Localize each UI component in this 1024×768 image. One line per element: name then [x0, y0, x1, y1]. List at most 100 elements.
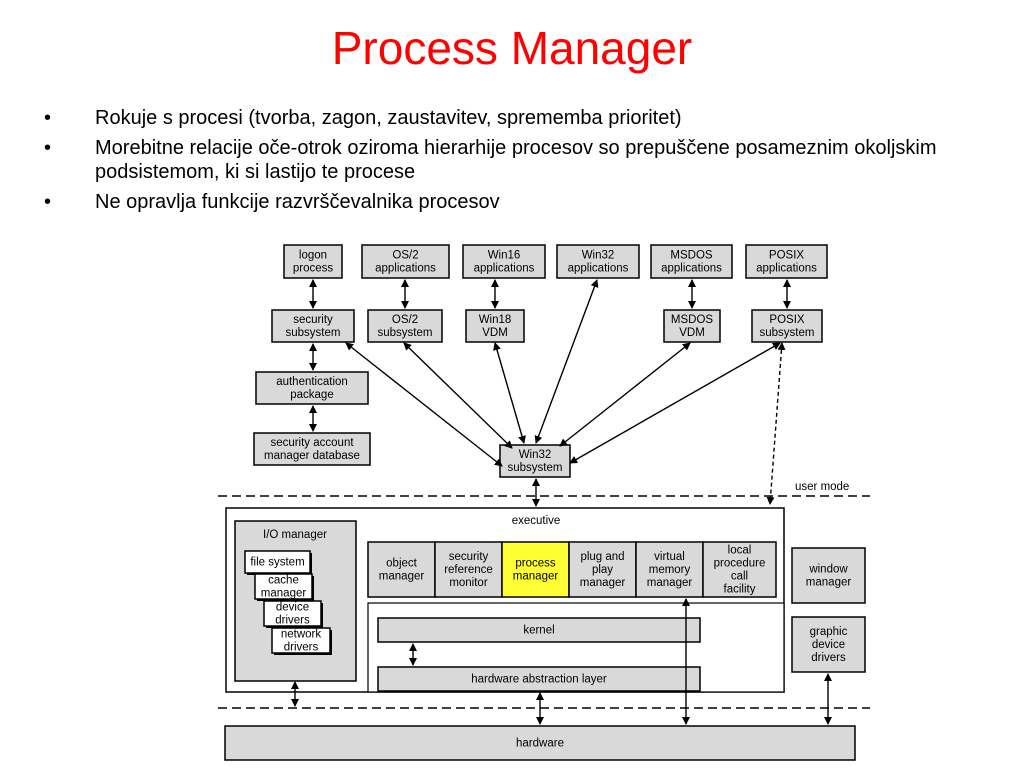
graphic-device-drivers-box-label: graphic: [810, 626, 848, 638]
msdos-applications-box-label: applications: [661, 263, 722, 275]
user-mode-label: user mode: [795, 481, 849, 493]
local-procedure-call-box-label: procedure: [714, 558, 766, 570]
win16-applications-box-label: Win16: [488, 250, 521, 262]
process-manager-box-label: manager: [513, 571, 559, 583]
security-account-manager-box-label: manager database: [264, 450, 360, 462]
window-manager-box-label: window: [808, 564, 848, 576]
posix-executive-arrow: [766, 342, 786, 505]
file-system-box: file system: [244, 550, 312, 575]
bullet-item: • Ne opravlja funkcije razvrščevalnika pr…: [40, 190, 980, 214]
kernel-box-label: kernel: [523, 625, 554, 637]
win32-subsystem-box-label: Win32: [519, 449, 552, 461]
os2-win32-arrow: [403, 342, 513, 449]
slide-title: Process Manager: [331, 22, 693, 74]
win16-applications-box-label: applications: [474, 263, 535, 275]
hal-box: hardware abstraction layer: [377, 666, 701, 692]
object-manager-box-label: object: [386, 558, 417, 570]
posix-subsystem-box-label: subsystem: [760, 327, 815, 339]
logon-process-box-label: process: [293, 263, 334, 275]
posix-applications-box-label: applications: [756, 263, 817, 275]
os2-subsystem-box-label: OS/2: [392, 314, 418, 326]
os2-applications-box-label: OS/2: [392, 250, 418, 262]
device-drivers-box-label: device: [276, 602, 309, 614]
security-subsystem-box-label: subsystem: [286, 327, 341, 339]
win32app-win32-arrow: [534, 279, 599, 444]
bullet-text: Rokuje s procesi (tvorba, zagon, zaustav…: [95, 107, 682, 129]
posix-applications-box-label: POSIX: [769, 250, 804, 262]
logon-process-box-label: logon: [299, 250, 327, 262]
plug-and-play-manager-box-label: plug and: [580, 551, 624, 563]
graphic-device-drivers-box-label: device: [812, 639, 845, 651]
file-system-box-label: file system: [250, 557, 304, 569]
io-manager-title: I/O manager: [263, 529, 327, 541]
win32-subsystem-box-label: subsystem: [508, 462, 563, 474]
virtual-memory-manager-box-label: virtual: [654, 551, 685, 563]
msdos-vdm-box-label: VDM: [679, 327, 705, 339]
local-procedure-call-box-label: call: [731, 571, 748, 583]
local-procedure-call-box-label: facility: [724, 584, 756, 596]
bullet-list: • Rokuje s procesi (tvorba, zagon, zausta…: [40, 106, 980, 220]
posix-subsystem-box-label: POSIX: [769, 314, 804, 326]
authentication-package-box-label: package: [290, 389, 333, 401]
security-reference-monitor-box-label: security: [449, 551, 489, 563]
bullet-icon: •: [44, 107, 52, 129]
bullet-icon: •: [44, 137, 52, 159]
security-subsystem-box-label: security: [293, 314, 333, 326]
bullet-item: • Rokuje s procesi (tvorba, zagon, zausta…: [40, 106, 980, 130]
network-drivers-box-label: drivers: [284, 642, 319, 654]
msdos-applications-box-label: MSDOS: [670, 250, 713, 262]
hardware-box: hardware: [224, 725, 856, 761]
plug-and-play-manager-box-label: play: [592, 564, 613, 576]
hardware-box-label: hardware: [516, 738, 564, 750]
plug-and-play-manager-box-label: manager: [580, 577, 626, 589]
cache-manager-box-label: manager: [261, 588, 307, 600]
kernel-box: kernel: [377, 617, 701, 643]
bullet-item: • Morebitne relacije oče-otrok oziroma hi…: [40, 136, 980, 184]
bullet-icon: •: [44, 191, 52, 213]
virtual-memory-manager-box-label: memory: [649, 564, 691, 576]
device-drivers-box-label: drivers: [275, 615, 310, 627]
authentication-package-box-label: authentication: [276, 376, 348, 388]
bullet-text: Morebitne relacije oče-otrok oziroma hie…: [95, 137, 937, 183]
bullet-text: Ne opravlja funkcije razvrščevalnika pro…: [95, 191, 500, 213]
win18-vdm-box-label: Win18: [479, 314, 512, 326]
executive-label: executive: [512, 515, 561, 527]
graphic-device-drivers-box-label: drivers: [811, 652, 846, 664]
cache-manager-box-label: cache: [268, 575, 299, 587]
posix-win32-arrow: [569, 342, 781, 464]
network-drivers-box-label: network: [281, 629, 322, 641]
virtual-memory-manager-box-label: manager: [647, 577, 693, 589]
hal-box-label: hardware abstraction layer: [471, 674, 607, 686]
window-manager-box-label: manager: [806, 577, 852, 589]
msdos-vdm-box-label: MSDOS: [671, 314, 714, 326]
security-reference-monitor-box-label: monitor: [449, 577, 488, 589]
os2-applications-box-label: applications: [375, 263, 436, 275]
security-reference-monitor-box-label: reference: [444, 564, 493, 576]
win18-win32-arrow: [493, 342, 526, 444]
process-manager-box-label: process: [515, 558, 556, 570]
